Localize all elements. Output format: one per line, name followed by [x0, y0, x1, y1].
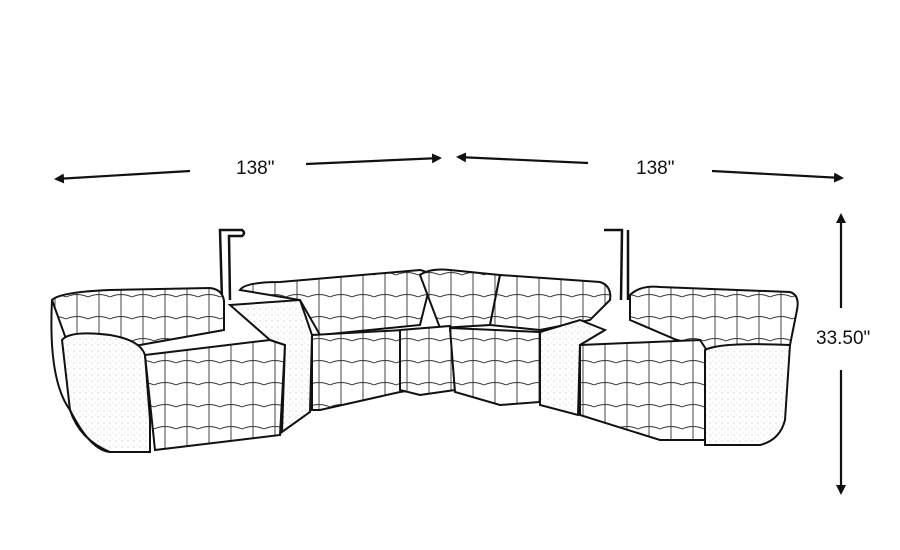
middle-right-section — [448, 273, 612, 407]
left-width-arrow — [54, 153, 442, 184]
right-width-arrow — [456, 152, 844, 183]
height-label: 33.50" — [814, 328, 873, 350]
right-recliner — [579, 285, 799, 446]
corner-section — [399, 268, 502, 397]
right-width-label: 138" — [634, 158, 677, 180]
left-recliner — [50, 286, 287, 453]
left-width-label: 138" — [234, 158, 277, 180]
left-console — [227, 298, 314, 434]
cupholder-rods — [218, 228, 630, 301]
